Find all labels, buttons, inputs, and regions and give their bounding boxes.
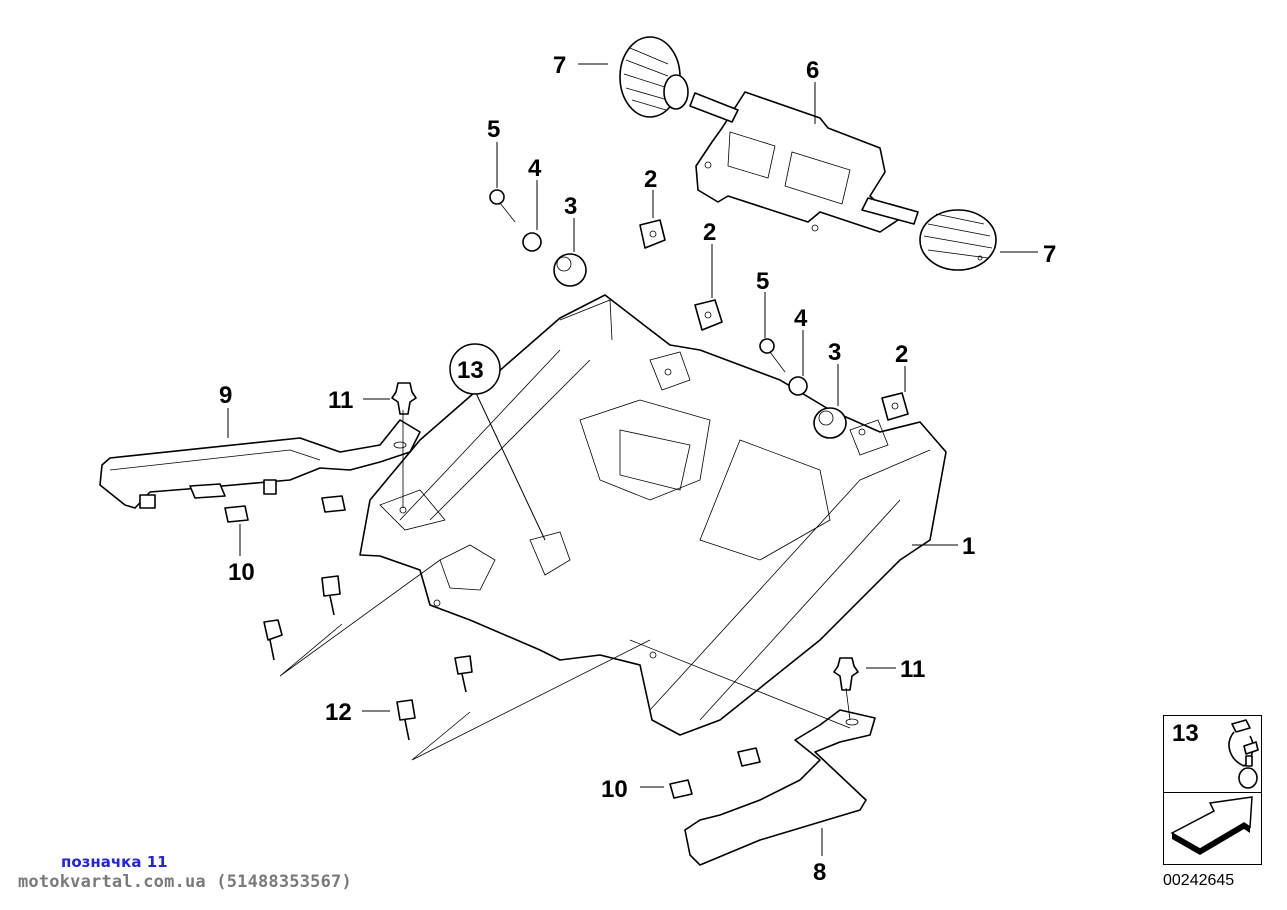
legend-part-number: 13 — [1172, 720, 1199, 747]
callout-4: 4 — [528, 155, 542, 182]
callout-10: 10 — [228, 559, 255, 586]
callout-7: 7 — [553, 52, 566, 79]
legend-part-13: 13 — [1164, 716, 1261, 793]
callout-11: 11 — [328, 387, 353, 414]
watermark-tag: позначка 11 — [61, 853, 168, 871]
callout-13: 13 — [457, 357, 484, 384]
watermark-site: motokvartal.com.ua (51488353567) — [18, 872, 352, 892]
callout-5: 5 — [487, 116, 500, 143]
part-1-rear-frame-housing — [359, 294, 947, 736]
part-7-knob-left — [619, 36, 689, 118]
part-7-knob-right — [919, 209, 997, 271]
cable-clip-icon — [1228, 719, 1259, 789]
callout-9: 9 — [219, 382, 232, 409]
callout-10: 10 — [601, 776, 628, 803]
small-fasteners — [224, 189, 909, 799]
arrow-icon — [1170, 796, 1253, 855]
callout-1: 1 — [962, 533, 975, 560]
part-8-right-trim — [684, 709, 876, 866]
callout-2: 2 — [895, 341, 908, 368]
callout-6: 6 — [806, 57, 819, 84]
callout-2: 2 — [644, 166, 657, 193]
callout-3: 3 — [828, 339, 841, 366]
callouts: 7 6 5 4 3 2 2 7 5 4 3 2 13 9 11 1 10 11 … — [219, 52, 1056, 886]
leader-lines — [227, 63, 1038, 856]
part-6-crossmember — [689, 91, 919, 233]
part-9-left-trim — [99, 419, 421, 509]
callout-3: 3 — [564, 193, 577, 220]
diagram-code: 00242645 — [1163, 872, 1235, 889]
callout-8: 8 — [813, 859, 826, 886]
callout-11: 11 — [900, 656, 925, 683]
callout-5: 5 — [756, 268, 769, 295]
callout-4: 4 — [794, 305, 808, 332]
alignment-lines — [279, 410, 851, 761]
callout-2: 2 — [703, 219, 716, 246]
legend-box: 13 — [1163, 715, 1262, 865]
callout-12: 12 — [325, 699, 352, 726]
callout-7: 7 — [1043, 241, 1056, 268]
callout-13-circle — [449, 343, 501, 395]
